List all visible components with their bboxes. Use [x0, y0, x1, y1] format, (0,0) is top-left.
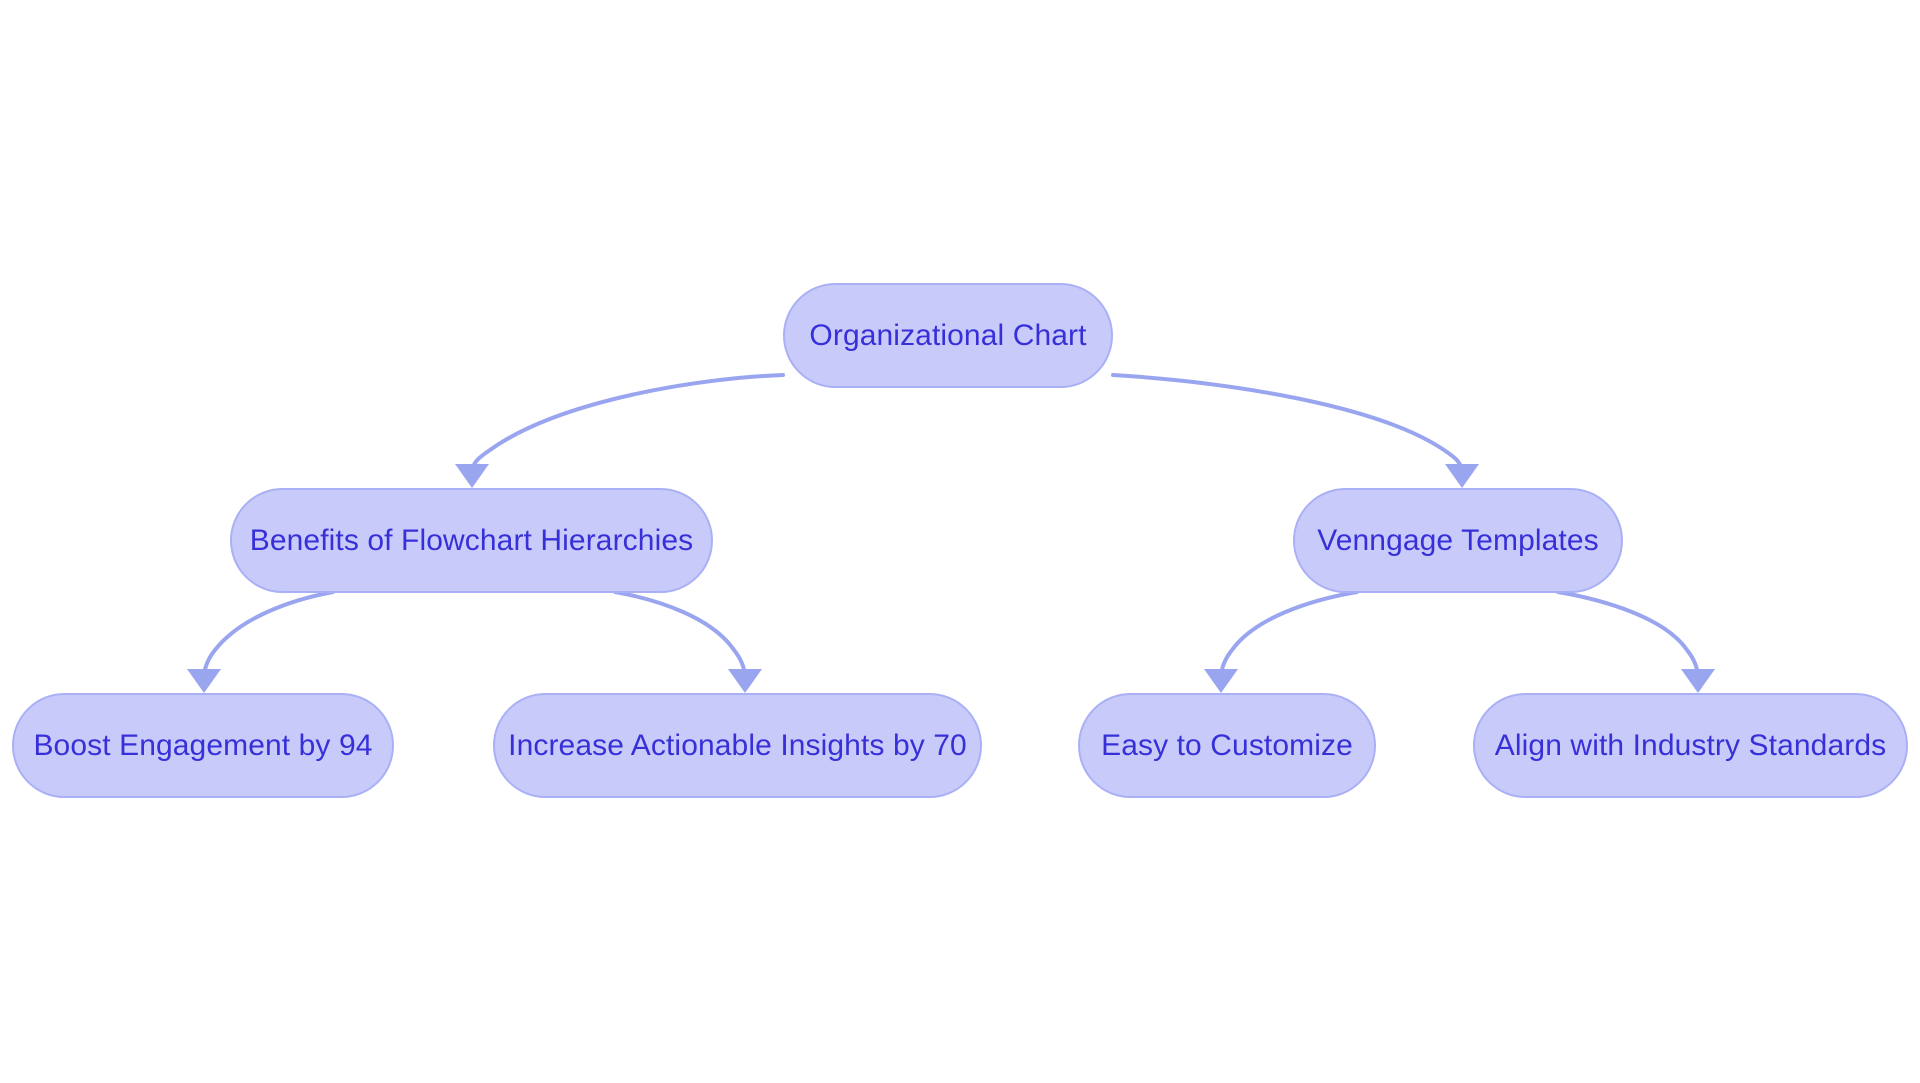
- edge-curve: [202, 590, 335, 677]
- node-templates[interactable]: Venngage Templates: [1293, 488, 1623, 593]
- arrowhead-icon: [1445, 464, 1479, 488]
- node-root[interactable]: Organizational Chart: [783, 283, 1113, 388]
- arrowhead-icon: [187, 669, 221, 693]
- node-customize[interactable]: Easy to Customize: [1078, 693, 1376, 798]
- edge-templates-align: [1556, 590, 1715, 693]
- edge-benefits-engage: [187, 590, 335, 693]
- node-benefits[interactable]: Benefits of Flowchart Hierarchies: [230, 488, 713, 593]
- node-engagement[interactable]: Boost Engagement by 94: [12, 693, 394, 798]
- arrowhead-icon: [1204, 669, 1238, 693]
- edge-curve: [470, 373, 785, 472]
- node-label: Venngage Templates: [1317, 523, 1599, 557]
- node-label: Align with Industry Standards: [1494, 728, 1887, 762]
- node-label: Benefits of Flowchart Hierarchies: [249, 523, 694, 557]
- edge-curve: [1219, 590, 1359, 677]
- edge-curve: [1111, 373, 1464, 472]
- node-label: Easy to Customize: [1101, 728, 1353, 762]
- arrowhead-icon: [455, 464, 489, 488]
- edge-curve: [613, 590, 747, 677]
- edge-root-benefits: [455, 373, 785, 488]
- edge-curve: [1556, 590, 1700, 677]
- arrowhead-icon: [1681, 669, 1715, 693]
- edge-benefits-insight: [613, 590, 762, 693]
- node-insights[interactable]: Increase Actionable Insights by 70: [493, 693, 982, 798]
- arrowhead-icon: [728, 669, 762, 693]
- edge-root-templates: [1111, 373, 1479, 488]
- node-standards[interactable]: Align with Industry Standards: [1473, 693, 1908, 798]
- node-label: Increase Actionable Insights by 70: [508, 728, 967, 762]
- node-label: Organizational Chart: [809, 318, 1087, 352]
- node-label: Boost Engagement by 94: [33, 728, 373, 762]
- edge-templates-custom: [1204, 590, 1359, 693]
